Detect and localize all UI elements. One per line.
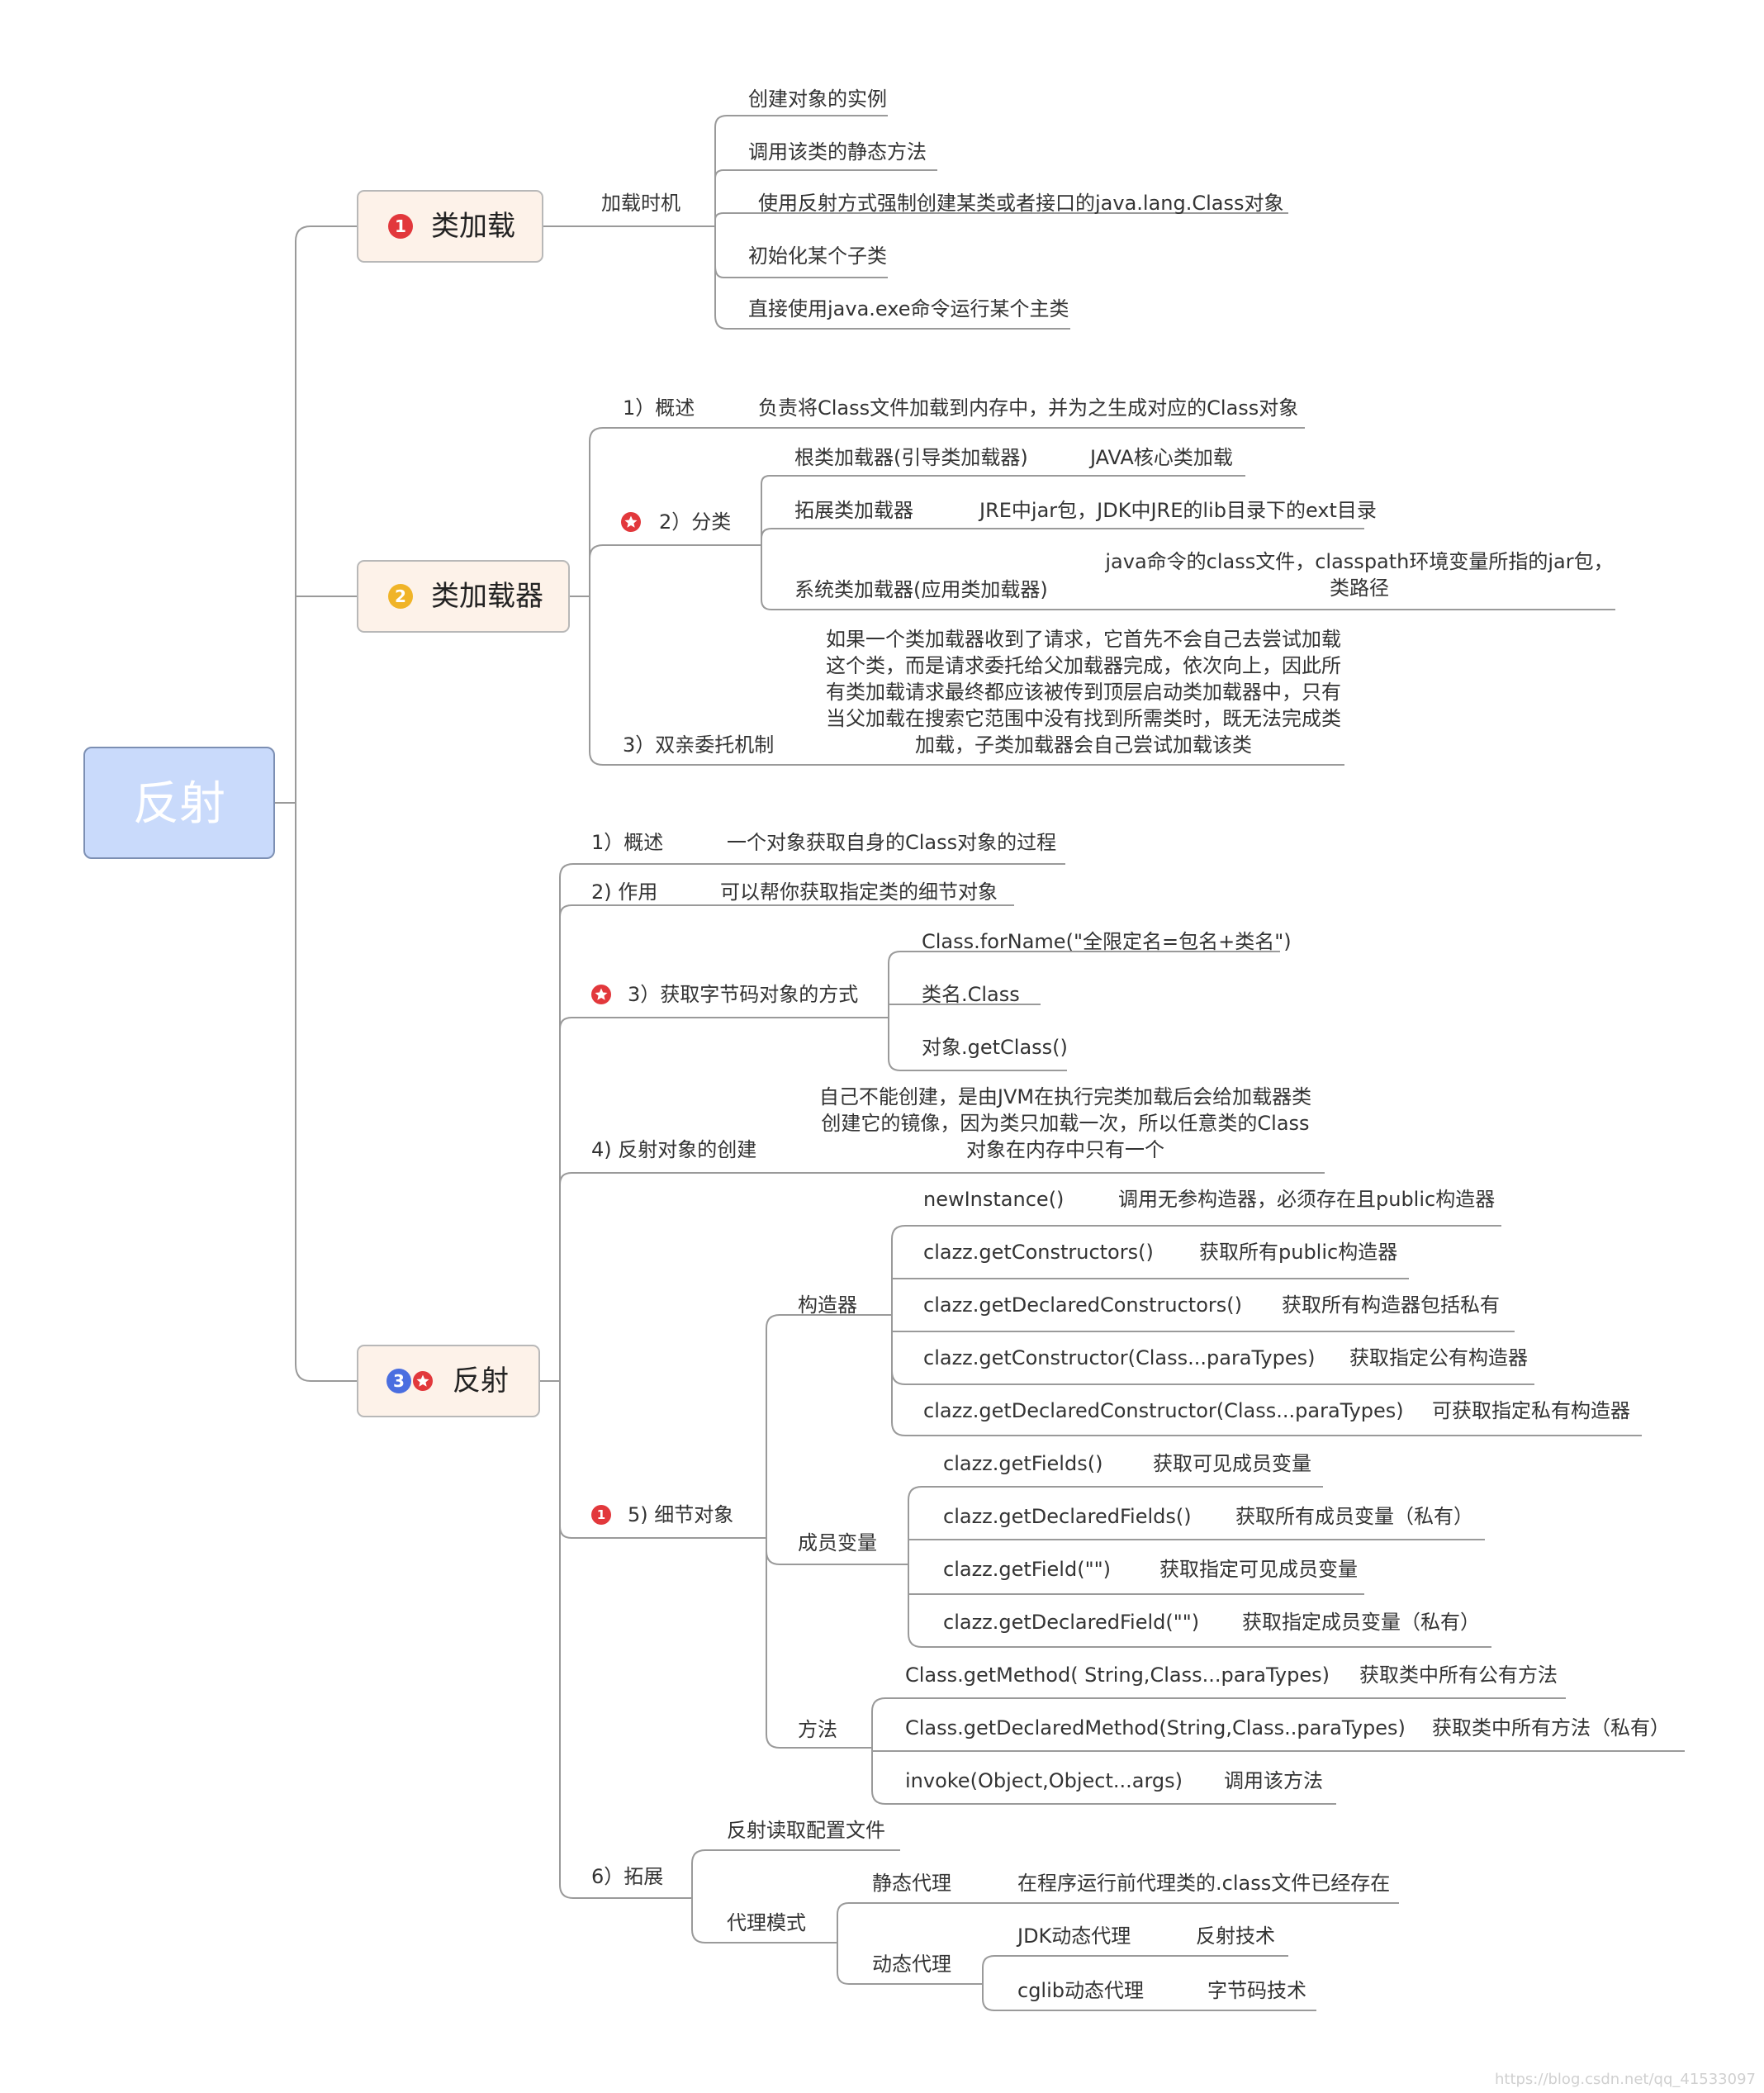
dynamic-proxy-label: 动态代理: [872, 1953, 951, 1976]
extension-loader-desc: JRE中jar包，JDK中JRE的lib目录下的ext目录: [979, 499, 1377, 522]
method-desc-2: 获取类中所有方法（私有）: [1432, 1716, 1670, 1739]
bytecode-ways-label: 3）获取字节码对象的方式: [628, 983, 859, 1006]
static-proxy-label: 静态代理: [872, 1872, 951, 1895]
reflect-overview-label: 1）概述: [591, 831, 664, 854]
cglib-proxy-label: cglib动态代理: [1017, 1979, 1144, 2002]
reflect-usage-desc: 可以帮你获取指定类的细节对象: [720, 880, 998, 904]
field-method-3: clazz.getField(""): [943, 1558, 1112, 1581]
timing-item-3: 使用反射方式强制创建某类或者接口的java.lang.Class对象: [758, 192, 1284, 215]
badge-1-icon: 1: [591, 1505, 611, 1525]
way-getclass: 对象.getClass(): [922, 1036, 1068, 1059]
method-desc-1: 获取类中所有公有方法: [1359, 1663, 1558, 1687]
star-icon: [413, 1371, 433, 1391]
ctor-desc-3: 获取所有构造器包括私有: [1282, 1293, 1500, 1317]
timing-item-2: 调用该类的静态方法: [748, 140, 927, 164]
system-loader-desc: java命令的class文件，classpath环境变量所指的jar包，类路径: [1105, 550, 1614, 600]
loader-overview-desc: 负责将Class文件加载到内存中，并为之生成对应的Class对象: [758, 396, 1299, 420]
extend-label: 6）拓展: [591, 1865, 664, 1888]
reflect-overview-desc: 一个对象获取自身的Class对象的过程: [727, 831, 1057, 854]
methods-label: 方法: [798, 1718, 837, 1741]
timing-item-1: 创建对象的实例: [748, 88, 887, 111]
ctor-method-1: newInstance(): [923, 1188, 1065, 1211]
node-reflection-label: 反射: [453, 1364, 509, 1398]
config-file-item: 反射读取配置文件: [727, 1819, 885, 1842]
node-class-loading-label: 类加载: [431, 210, 515, 243]
field-method-2: clazz.getDeclaredFields(): [943, 1505, 1192, 1528]
way-classname: 类名.Class: [922, 983, 1020, 1006]
field-desc-3: 获取指定可见成员变量: [1159, 1558, 1358, 1581]
proxy-label: 代理模式: [727, 1911, 806, 1934]
reflect-usage-label: 2) 作用: [591, 880, 658, 904]
ctor-desc-1: 调用无参构造器，必须存在且public构造器: [1118, 1188, 1496, 1211]
load-timing-label: 加载时机: [601, 192, 680, 215]
system-loader-label: 系统类加载器(应用类加载器): [794, 578, 1048, 601]
method-method-1: Class.getMethod( String,Class...paraType…: [905, 1663, 1330, 1687]
badge-1-icon: 1: [388, 214, 413, 239]
root-label: 反射: [133, 777, 225, 831]
fields-label: 成员变量: [798, 1531, 877, 1554]
details-label: 5) 细节对象: [628, 1503, 734, 1526]
timing-item-5: 直接使用java.exe命令运行某个主类: [748, 297, 1069, 320]
method-method-3: invoke(Object,Object...args): [905, 1769, 1183, 1792]
node-class-loader[interactable]: 2 类加载器: [357, 560, 570, 633]
timing-item-4: 初始化某个子类: [748, 244, 887, 268]
field-method-4: clazz.getDeclaredField(""): [943, 1611, 1200, 1634]
field-method-1: clazz.getFields(): [943, 1452, 1103, 1475]
creation-label: 4) 反射对象的创建: [591, 1138, 757, 1161]
star-icon: [591, 985, 611, 1004]
delegation-desc: 如果一个类加载器收到了请求，它首先不会自己去尝试加载这个类，而是请求委托给父加载…: [826, 628, 1341, 757]
bootstrap-loader-desc: JAVA核心类加载: [1090, 446, 1233, 469]
constructors-label: 构造器: [798, 1293, 857, 1317]
ctor-method-2: clazz.getConstructors(): [923, 1241, 1154, 1264]
ctor-method-4: clazz.getConstructor(Class...paraTypes): [923, 1346, 1316, 1369]
field-desc-1: 获取可见成员变量: [1153, 1452, 1311, 1475]
node-class-loader-label: 类加载器: [431, 580, 543, 613]
root-node[interactable]: 反射: [83, 747, 275, 859]
watermark: https://blog.csdn.net/qq_41533097: [1494, 2071, 1756, 2088]
jdk-proxy-label: JDK动态代理: [1017, 1925, 1131, 1948]
node-reflection[interactable]: 3 反射: [357, 1345, 540, 1417]
static-proxy-desc: 在程序运行前代理类的.class文件已经存在: [1017, 1872, 1391, 1895]
loader-overview-label: 1）概述: [623, 396, 695, 420]
badge-3-icon: 3: [386, 1369, 411, 1393]
method-desc-3: 调用该方法: [1224, 1769, 1323, 1792]
ctor-method-3: clazz.getDeclaredConstructors(): [923, 1293, 1242, 1317]
delegation-label: 3）双亲委托机制: [623, 733, 775, 757]
cglib-proxy-desc: 字节码技术: [1207, 1979, 1306, 2002]
ctor-method-5: clazz.getDeclaredConstructor(Class...par…: [923, 1399, 1404, 1422]
creation-desc: 自己不能创建，是由JVM在执行完类加载后会给加载器类创建它的镜像，因为类只加载一…: [818, 1085, 1312, 1161]
ctor-desc-2: 获取所有public构造器: [1199, 1241, 1398, 1264]
way-forname: Class.forName("全限定名=包名+类名"): [922, 930, 1292, 953]
star-icon: [621, 512, 641, 532]
field-desc-2: 获取所有成员变量（私有）: [1235, 1505, 1473, 1528]
extension-loader-label: 拓展类加载器: [794, 499, 913, 522]
jdk-proxy-desc: 反射技术: [1196, 1925, 1275, 1948]
loader-classify-label: 2）分类: [659, 510, 732, 534]
method-method-2: Class.getDeclaredMethod(String,Class..pa…: [905, 1716, 1406, 1739]
ctor-desc-4: 获取指定公有构造器: [1349, 1346, 1528, 1369]
badge-2-icon: 2: [388, 584, 413, 609]
ctor-desc-5: 可获取指定私有构造器: [1432, 1399, 1630, 1422]
field-desc-4: 获取指定成员变量（私有）: [1242, 1611, 1480, 1634]
bootstrap-loader-label: 根类加载器(引导类加载器): [794, 446, 1028, 469]
node-class-loading[interactable]: 1 类加载: [357, 190, 543, 263]
